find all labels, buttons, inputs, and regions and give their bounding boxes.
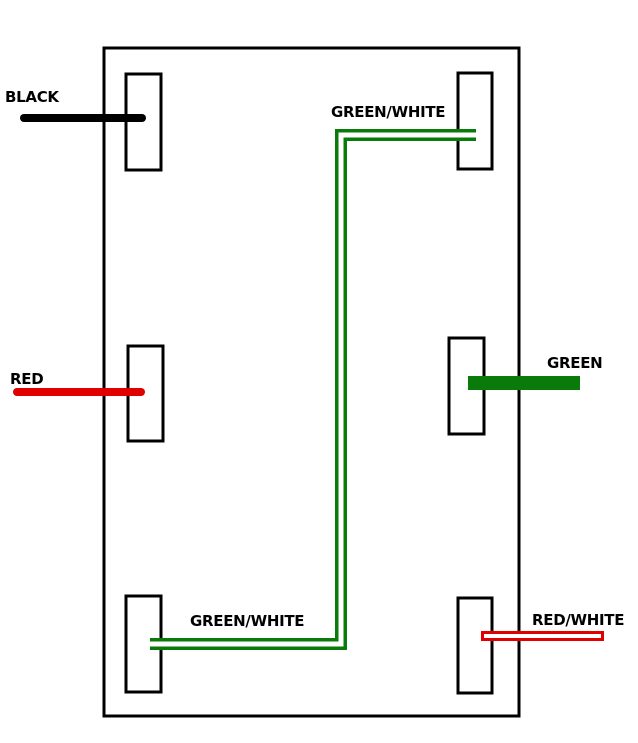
green-wire: [468, 376, 580, 390]
green-white-jumper-wire: [150, 129, 476, 650]
label-red: RED: [10, 370, 43, 388]
label-red-white: RED/WHITE: [532, 611, 624, 629]
label-green: GREEN: [547, 354, 602, 372]
terminal-top-right: [456, 71, 494, 171]
label-green-white-top: GREEN/WHITE: [331, 103, 445, 121]
terminal-bottom-right: [456, 596, 494, 695]
label-black: BLACK: [5, 88, 60, 106]
label-green-white-bottom: GREEN/WHITE: [190, 612, 304, 630]
